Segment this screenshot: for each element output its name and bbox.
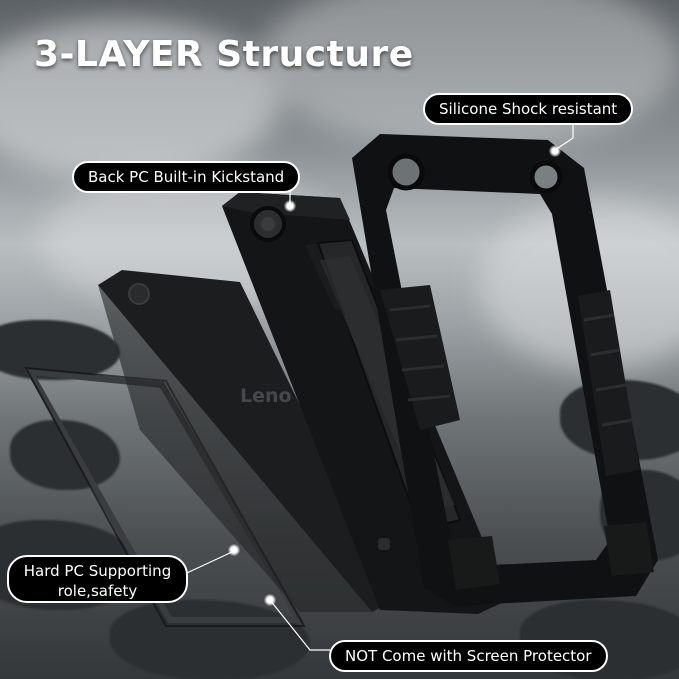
page-title: 3-LAYER Structure [34,34,414,75]
callout-silicone-shock: Silicone Shock resistant [423,93,634,125]
cloud [0,20,280,180]
callout-hard-pc: Hard PC Supporting role,safety [7,555,188,603]
tablet-logo: Leno [240,385,292,407]
rock [0,320,120,380]
hard-pc-frame [24,366,306,627]
corner-hole-icon [387,153,425,191]
tablet: Leno [98,270,395,612]
rock [110,600,310,679]
callout-back-pc-kickstand: Back PC Built-in Kickstand [72,161,301,193]
cloud [260,0,679,150]
camera-icon [128,283,150,305]
highlight-dot [228,544,240,556]
highlight-dot [284,200,296,212]
callout-screen-protector: NOT Come with Screen Protector [329,640,608,672]
silicone-frame [352,134,658,606]
callout-hard-pc-line2: role,safety [57,582,138,600]
highlight-dot [549,145,561,157]
highlight-dot [264,594,276,606]
corner-hole-icon [529,160,563,194]
callout-hard-pc-line1: Hard PC Supporting [23,562,172,580]
